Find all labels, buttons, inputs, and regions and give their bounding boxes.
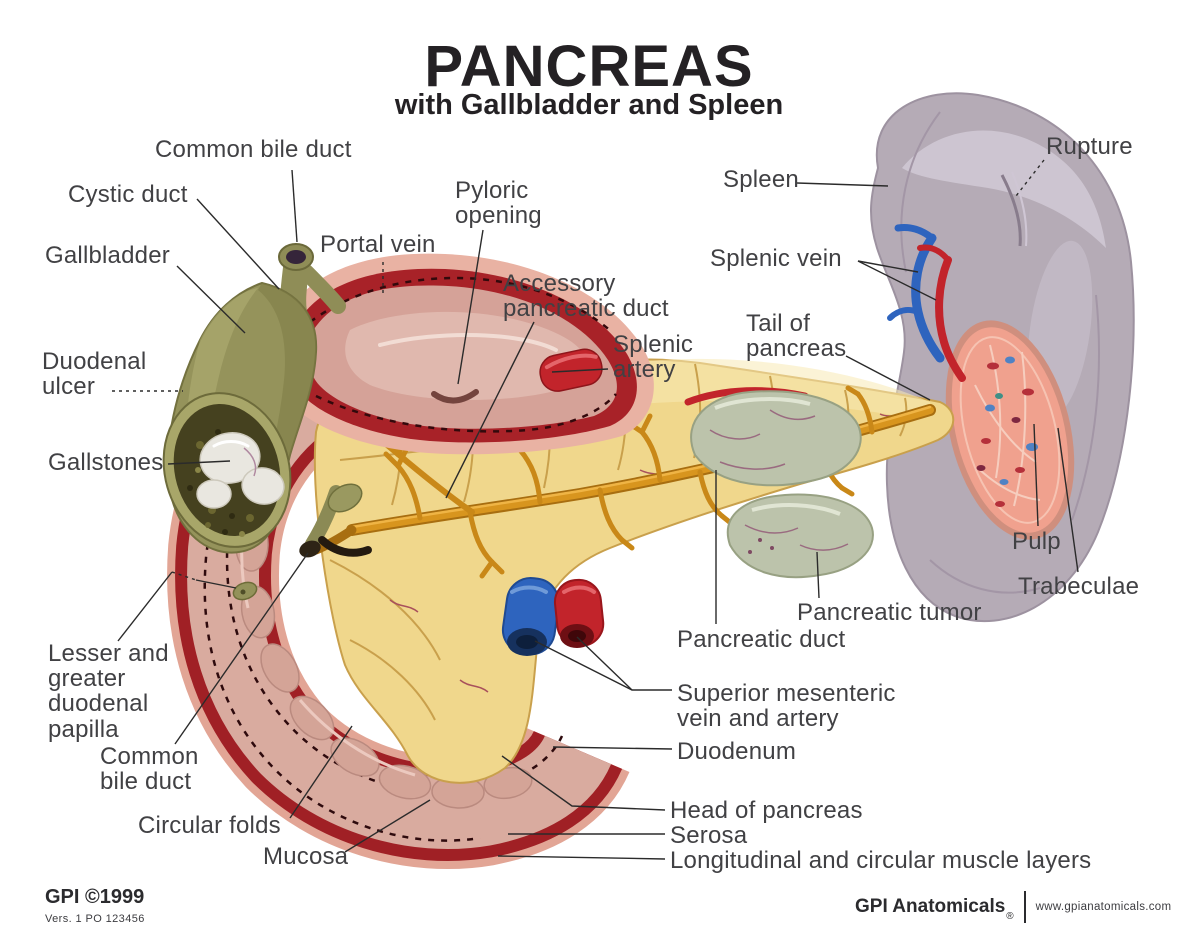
splenic-hilum-vessels bbox=[887, 224, 966, 382]
label-pulp: Pulp bbox=[1012, 528, 1061, 555]
circular-folds-texture bbox=[235, 454, 533, 809]
leader-splenic-vein-b bbox=[857, 260, 937, 301]
label-circular-folds: Circular folds bbox=[138, 812, 281, 839]
label-rupture: Rupture bbox=[1046, 133, 1133, 160]
pulp-cross-section bbox=[945, 320, 1075, 540]
label-common-bile-duct-lower: Common bile duct bbox=[100, 743, 199, 796]
label-duodenum: Duodenum bbox=[677, 738, 797, 765]
label-tail-of-pancreas: Tail of pancreas bbox=[746, 310, 847, 363]
bile-duct-papillae bbox=[232, 483, 372, 601]
label-portal-vein: Portal vein bbox=[320, 231, 436, 258]
version-info: Vers. 1 PO 123456 bbox=[45, 913, 145, 925]
footer-divider bbox=[1023, 891, 1026, 923]
label-pancreatic-duct: Pancreatic duct bbox=[677, 626, 846, 653]
leader-mucosa bbox=[344, 799, 431, 853]
leader-trabeculae bbox=[1057, 427, 1079, 573]
leader-sup-mesenteric-b bbox=[576, 636, 633, 691]
brand-name: GPI Anatomicals bbox=[855, 896, 1006, 917]
leader-accessory-duct bbox=[445, 321, 535, 499]
leader-duodenum bbox=[552, 746, 673, 750]
leader-papilla-c bbox=[195, 579, 237, 589]
label-pancreatic-tumor: Pancreatic tumor bbox=[797, 599, 982, 626]
gallbladder-illustration bbox=[162, 243, 346, 554]
label-pyloric-opening: Pyloric opening bbox=[455, 177, 542, 230]
leader-papilla-a bbox=[117, 571, 173, 642]
pyloric-opening-illustration bbox=[431, 389, 479, 404]
label-splenic-artery: Splenic artery bbox=[613, 331, 694, 384]
label-duodenal-ulcer: Duodenal ulcer bbox=[42, 348, 147, 401]
label-serosa: Serosa bbox=[670, 822, 748, 849]
leader-common-bile-duct-upper bbox=[291, 169, 298, 243]
leader-pyloric-opening bbox=[457, 229, 484, 385]
label-gallbladder: Gallbladder bbox=[45, 242, 170, 269]
label-mucosa: Mucosa bbox=[263, 843, 349, 870]
leader-lines bbox=[112, 159, 1079, 860]
gallstones-illustration bbox=[196, 432, 285, 509]
label-cystic-duct: Cystic duct bbox=[68, 181, 188, 208]
leader-cystic-duct bbox=[196, 198, 280, 290]
leader-rupture bbox=[1015, 159, 1045, 197]
brand-website: www.gpianatomicals.com bbox=[1035, 901, 1172, 913]
bile-duct-opening bbox=[278, 243, 314, 271]
poster-subtitle: with Gallbladder and Spleen bbox=[394, 89, 784, 121]
poster-title: PANCREAS bbox=[424, 34, 754, 99]
label-superior-mesenteric: Superior mesenteric vein and artery bbox=[677, 680, 896, 733]
trabeculae-lines bbox=[974, 344, 1041, 507]
label-longitudinal-circular-muscle: Longitudinal and circular muscle layers bbox=[670, 847, 1092, 874]
leader-gallbladder bbox=[176, 265, 246, 334]
rupture-crease bbox=[1000, 171, 1028, 247]
pulp-specks bbox=[976, 356, 1038, 507]
label-trabeculae: Trabeculae bbox=[1018, 573, 1140, 600]
label-accessory-pancreatic-duct: Accessory pancreatic duct bbox=[503, 270, 669, 323]
pancreatic-tumor-illustration bbox=[690, 390, 874, 579]
mesenteric-vessels bbox=[501, 576, 605, 656]
label-spleen: Spleen bbox=[723, 166, 799, 193]
leader-longitudinal bbox=[497, 855, 666, 860]
leader-spleen bbox=[796, 182, 889, 187]
publisher-copyright: GPI ©1999 bbox=[45, 886, 145, 908]
leader-common-bile-duct-lower bbox=[174, 552, 309, 745]
label-head-of-pancreas: Head of pancreas bbox=[670, 797, 863, 824]
registered-mark: ® bbox=[1006, 911, 1014, 922]
leader-head-of-pancreas bbox=[501, 755, 666, 811]
leader-tail-of-pancreas bbox=[845, 355, 931, 401]
leader-splenic-artery bbox=[551, 368, 609, 373]
leader-pulp bbox=[1033, 423, 1039, 527]
leader-pancreatic-tumor bbox=[816, 551, 820, 599]
label-lesser-greater-duodenal-papilla: Lesser and greater duodenal papilla bbox=[48, 640, 169, 743]
splenic-artery-tube bbox=[539, 348, 603, 392]
leader-gallstones bbox=[167, 460, 231, 465]
label-splenic-vein: Splenic vein bbox=[710, 245, 842, 272]
leader-papilla-b bbox=[171, 571, 197, 581]
leader-splenic-vein-a bbox=[857, 260, 919, 273]
leader-circular-folds bbox=[289, 725, 353, 819]
leader-sup-mesenteric-a bbox=[534, 640, 672, 691]
label-common-bile-duct-upper: Common bile duct bbox=[155, 136, 352, 163]
brand-block: GPI Anatomicals ® www.gpianatomicals.com bbox=[855, 891, 1171, 923]
spleen-illustration bbox=[870, 92, 1135, 623]
label-gallstones: Gallstones bbox=[48, 449, 164, 476]
